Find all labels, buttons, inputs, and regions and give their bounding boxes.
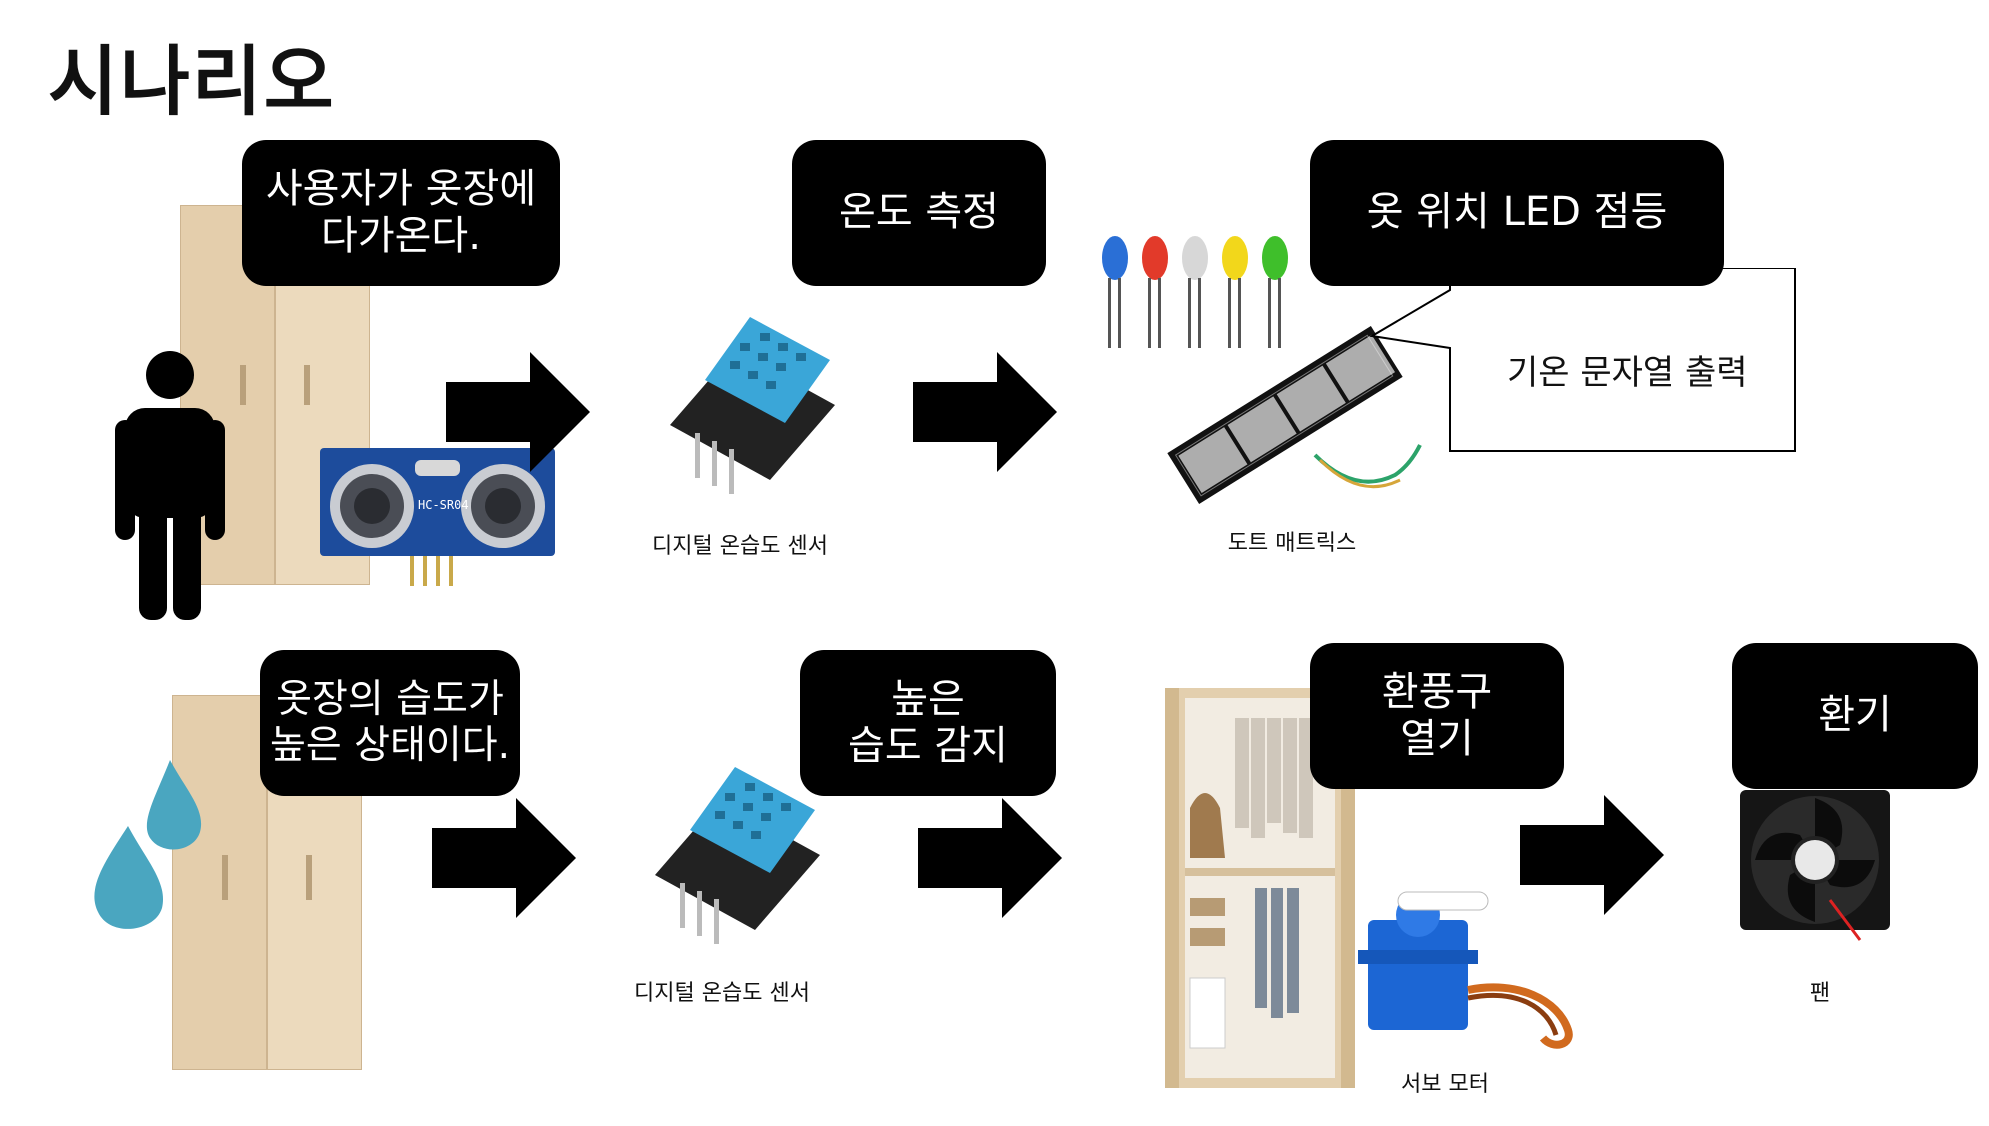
ultrasonic-label: HC-SR04 [418, 498, 469, 512]
arrow-right-icon [918, 798, 1062, 918]
bubble-measure-temperature: 온도 측정 [792, 140, 1046, 286]
caption-dot-matrix: 도트 매트릭스 [1212, 525, 1372, 557]
bubble-detect-high-humidity: 높은 습도 감지 [800, 650, 1056, 796]
caption-dht-sensor-1: 디지털 온습도 센서 [640, 528, 840, 560]
dht-sensor-icon [645, 755, 825, 955]
caption-dht-sensor-2: 디지털 온습도 센서 [622, 975, 822, 1007]
arrow-right-icon [446, 352, 590, 472]
bubble-user-approaches: 사용자가 옷장에 다가온다. [242, 140, 560, 286]
arrow-right-icon [913, 352, 1057, 472]
caption-fan: 팬 [1790, 975, 1850, 1007]
water-drop-icon [88, 760, 208, 940]
bubble-open-vent: 환풍구 열기 [1310, 643, 1564, 789]
bubble-high-humidity-state: 옷장의 습도가 높은 상태이다. [260, 650, 520, 796]
fan-icon [1740, 790, 1890, 950]
arrow-right-icon [1520, 795, 1664, 915]
person-icon [115, 350, 225, 620]
caption-servo-motor: 서보 모터 [1385, 1066, 1505, 1098]
page-title: 시나리오 [48, 20, 336, 130]
bubble-ventilation: 환기 [1732, 643, 1978, 789]
bubble-led-on: 옷 위치 LED 점등 [1310, 140, 1724, 286]
dht-sensor-icon [660, 305, 840, 505]
callout-temperature-text: 기온 문자열 출력 [1507, 345, 1748, 394]
arrow-right-icon [432, 798, 576, 918]
